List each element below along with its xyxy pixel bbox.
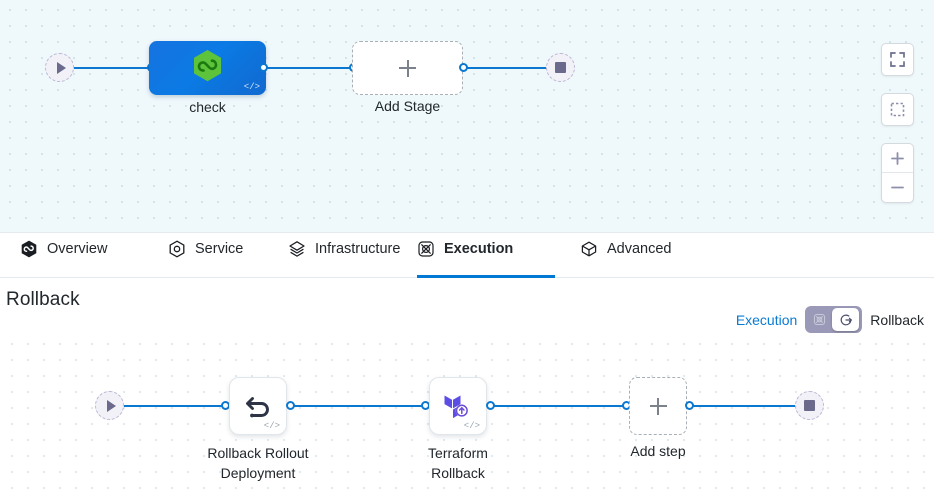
rollback-start-node[interactable] <box>95 391 124 420</box>
terraform-icon <box>444 395 468 419</box>
execution-rollback-toggle-group[interactable]: Execution <box>736 306 924 333</box>
execution-start-node[interactable] <box>45 53 74 82</box>
stop-icon <box>555 62 566 73</box>
execution-end-node[interactable] <box>546 53 575 82</box>
execution-circles-icon <box>417 240 435 258</box>
rollback-arrow-icon <box>840 314 852 325</box>
edge-rollout-to-terraform <box>287 405 432 407</box>
edge-check-to-addstage <box>258 67 358 69</box>
add-step-button[interactable] <box>629 377 687 435</box>
tab-advanced[interactable]: Advanced <box>580 233 672 277</box>
stage-tab-bar[interactable]: Overview Service In <box>0 232 934 278</box>
add-stage-button[interactable] <box>352 41 463 95</box>
edge-addstage-to-end <box>455 67 560 69</box>
layers-icon <box>288 240 306 258</box>
tab-service[interactable]: Service <box>168 233 243 277</box>
code-badge-icon: </> <box>463 421 480 431</box>
plus-icon-vertical <box>406 59 409 77</box>
tab-label-service: Service <box>195 241 244 257</box>
edge-addstep-to-end <box>686 405 804 407</box>
code-badge-icon: </> <box>263 421 280 431</box>
rollback-header: Rollback Execution <box>0 278 934 333</box>
minus-icon <box>891 186 904 189</box>
tab-label-overview: Overview <box>47 241 108 257</box>
service-hexagon-icon <box>168 240 186 258</box>
add-step-label: Add step <box>630 443 686 459</box>
rollback-title: Rollback <box>6 289 80 310</box>
cube-icon <box>580 240 598 258</box>
tab-active-underline <box>417 275 555 278</box>
step-label-rollback-rollout-line1: Rollback Rollout <box>207 445 309 461</box>
tab-label-infrastructure: Infrastructure <box>315 241 401 257</box>
edge-start-to-rollout <box>120 405 230 407</box>
step-node-rollback-rollout-deployment[interactable]: </> <box>229 377 287 435</box>
rollback-canvas[interactable]: </> Rollback Rollout Deployment </> <box>0 333 934 500</box>
step-node-terraform-rollback[interactable]: </> <box>429 377 487 435</box>
port-rollout-out[interactable] <box>286 401 295 410</box>
plus-icon-vertical <box>657 397 659 415</box>
harness-hexagon-icon <box>194 50 221 82</box>
tab-execution[interactable]: Execution <box>417 233 555 278</box>
plus-icon <box>891 151 904 165</box>
rollback-end-node[interactable] <box>795 391 824 420</box>
tab-label-execution: Execution <box>444 241 514 257</box>
select-region-button[interactable] <box>881 93 914 126</box>
execution-circles-icon <box>807 308 832 331</box>
step-label-terraform-line1: Terraform <box>428 445 488 461</box>
port-addstage-out[interactable] <box>459 63 468 72</box>
tab-label-advanced: Advanced <box>607 241 672 257</box>
play-icon <box>56 61 66 74</box>
zoom-in-button[interactable] <box>882 144 913 173</box>
stage-node-check[interactable]: </> <box>149 41 266 95</box>
step-label-rollback-rollout-line2: Deployment <box>220 465 296 481</box>
edge-terraform-to-addstep <box>487 405 632 407</box>
execution-canvas[interactable]: </> check Add Stage <box>0 0 934 232</box>
toggle-label-rollback[interactable]: Rollback <box>870 311 924 328</box>
zoom-controls[interactable] <box>881 143 914 203</box>
toggle-knob[interactable] <box>832 308 860 331</box>
undo-arrow-icon <box>246 397 269 418</box>
stop-icon <box>804 400 815 411</box>
execution-rollback-toggle[interactable] <box>805 306 863 333</box>
fullscreen-button[interactable] <box>881 43 914 76</box>
zoom-out-button[interactable] <box>882 173 913 202</box>
code-badge-icon: </> <box>243 82 260 92</box>
harness-hexagon-icon <box>20 240 38 258</box>
stage-label-check: check <box>189 99 226 115</box>
add-stage-label: Add Stage <box>374 98 441 114</box>
dashed-square-icon <box>890 102 905 117</box>
port-terraform-out[interactable] <box>486 401 495 410</box>
port-check-out[interactable] <box>259 63 268 72</box>
tab-infrastructure[interactable]: Infrastructure <box>288 233 400 277</box>
fullscreen-icon <box>890 52 905 67</box>
play-icon <box>106 399 116 412</box>
port-addstep-out[interactable] <box>685 401 694 410</box>
step-label-terraform-line2: Rollback <box>431 465 485 481</box>
edge-start-to-check <box>70 67 160 69</box>
tab-overview[interactable]: Overview <box>20 233 107 277</box>
toggle-label-execution[interactable]: Execution <box>735 311 798 328</box>
